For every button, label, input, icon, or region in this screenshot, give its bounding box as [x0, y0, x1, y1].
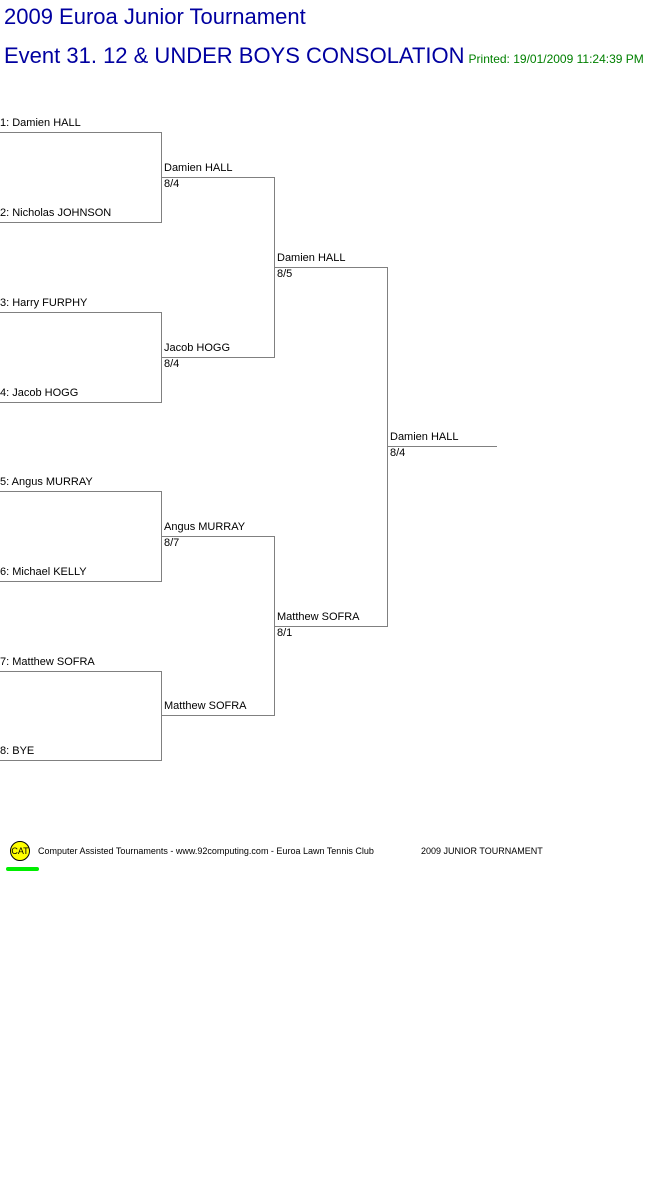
bracket-line — [161, 715, 275, 716]
bracket-line — [0, 222, 162, 223]
bracket-line — [0, 402, 162, 403]
match-score: 8/4 — [164, 358, 180, 370]
player-name: 4: Jacob HOGG — [0, 387, 79, 399]
bracket-line — [161, 357, 275, 358]
bracket-line — [274, 626, 388, 627]
player-name: 7: Matthew SOFRA — [0, 656, 95, 668]
player-name: 8: BYE — [0, 745, 35, 757]
player-name: Damien HALL — [164, 162, 233, 174]
bracket-line — [0, 671, 162, 672]
bracket-line — [0, 760, 162, 761]
player-name: Damien HALL — [277, 252, 346, 264]
tournament-title: 2009 Euroa Junior Tournament — [4, 4, 306, 29]
bracket-connector — [387, 267, 388, 627]
match-score: 8/1 — [277, 627, 293, 639]
footer-tournament: 2009 JUNIOR TOURNAMENT — [421, 846, 543, 856]
player-name: Matthew SOFRA — [164, 700, 247, 712]
match-score: 8/4 — [390, 447, 406, 459]
player-name: 6: Michael KELLY — [0, 566, 87, 578]
match-score: 8/4 — [164, 178, 180, 190]
bracket-line — [274, 267, 388, 268]
player-name: 3: Harry FURPHY — [0, 297, 88, 309]
match-score: 8/7 — [164, 537, 180, 549]
player-name: Damien HALL — [390, 431, 459, 443]
bracket-line — [0, 581, 162, 582]
bracket-connector — [161, 671, 162, 761]
bracket-line — [0, 491, 162, 492]
bracket-line — [0, 312, 162, 313]
event-name: Event 31. 12 & UNDER BOYS CONSOLATION — [4, 43, 465, 68]
player-name: Jacob HOGG — [164, 342, 231, 354]
cat-logo-icon: CAT — [10, 841, 30, 861]
bracket-line — [387, 446, 497, 447]
bracket-line — [0, 132, 162, 133]
footer-credit: Computer Assisted Tournaments - www.92co… — [38, 846, 374, 856]
bracket-line — [161, 536, 275, 537]
bracket-line — [161, 177, 275, 178]
player-name: 2: Nicholas JOHNSON — [0, 207, 112, 219]
player-name: 5: Angus MURRAY — [0, 476, 93, 488]
player-name: Angus MURRAY — [164, 521, 246, 533]
logo-underline — [6, 867, 39, 871]
match-score: 8/5 — [277, 268, 293, 280]
player-name: Matthew SOFRA — [277, 611, 360, 623]
printed-timestamp: Printed: 19/01/2009 11:24:39 PM — [468, 52, 644, 66]
player-name: 1: Damien HALL — [0, 117, 81, 129]
